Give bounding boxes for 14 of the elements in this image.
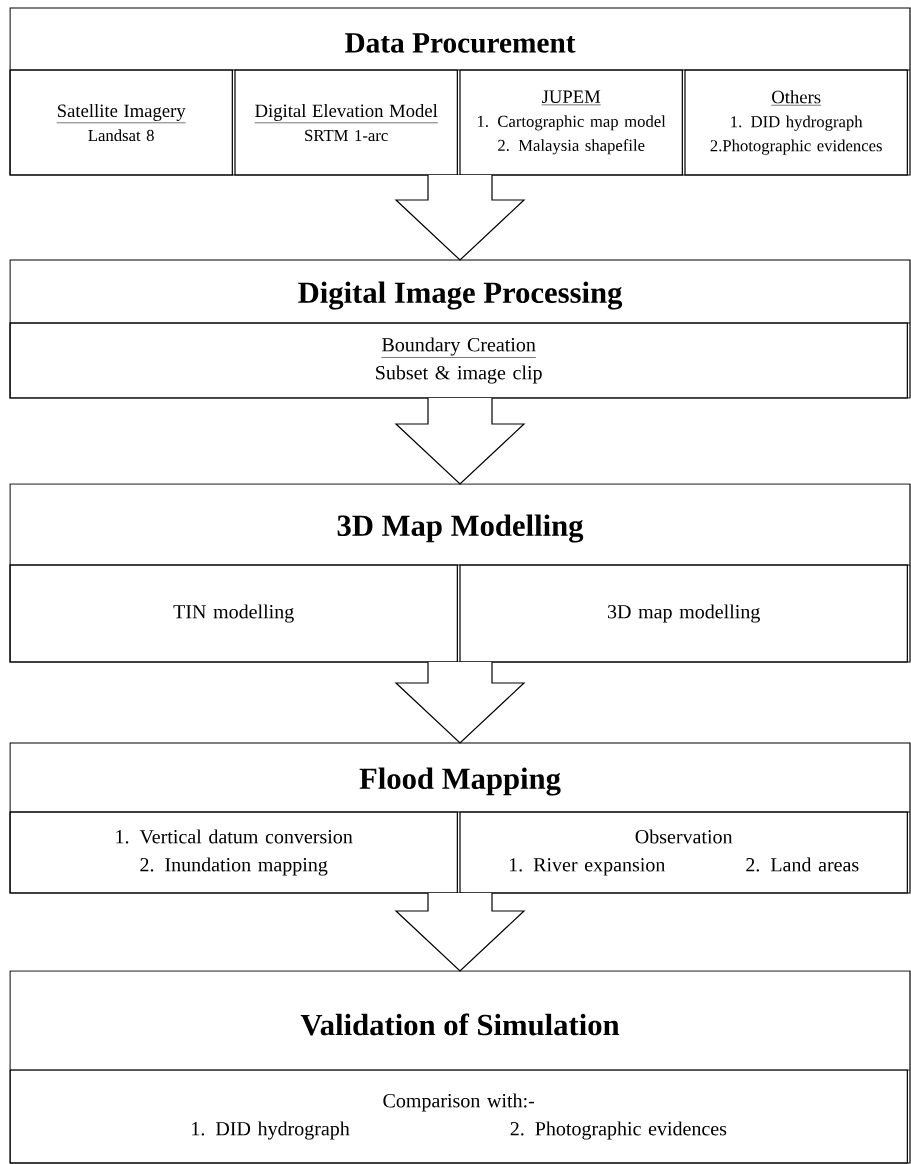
block-arrow: [394, 174, 526, 261]
table-cell: TIN modelling: [9, 564, 458, 663]
block-arrow: [394, 661, 526, 744]
table-cell: JUPEM 1. Cartographic map model 2. Malaysia shapefile: [459, 69, 683, 176]
block-arrow: [394, 397, 526, 485]
table-cell: Comparison with:- 1. DID hydrograph 2. Photographic evidences: [9, 1069, 908, 1164]
table-cell: Satellite Imagery Landsat 8: [9, 69, 233, 176]
table-cell: 1. Vertical datum conversion 2. Inundation mapping: [9, 811, 458, 894]
table-cell: Others 1. DID hydrograph 2.Photographic evidences: [684, 69, 908, 176]
table-cell: Boundary Creation Subset & image clip: [9, 322, 908, 399]
table-cell: 3D map modelling: [459, 564, 908, 663]
table-cell: Observation 1. River expansion 2. Land areas: [459, 811, 908, 894]
table-cell: Digital Elevation Model SRTM 1-arc: [234, 69, 458, 176]
block-arrow: [394, 892, 526, 972]
